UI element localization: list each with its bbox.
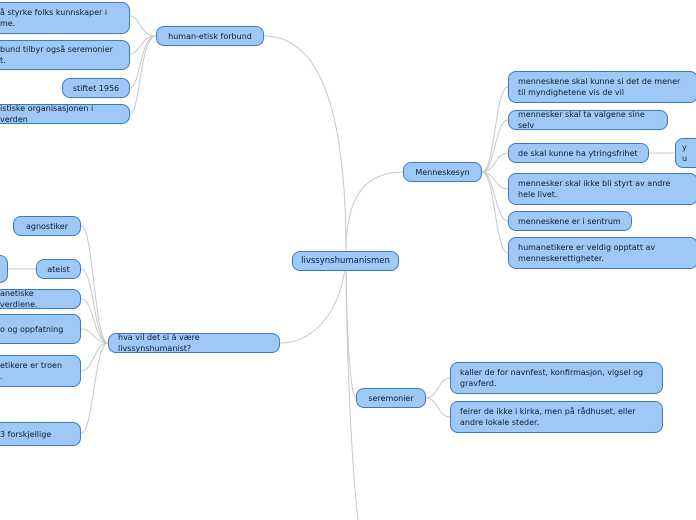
subtopic-node[interactable]: feirer de ikke i kirka, men på rådhuset,… <box>450 401 663 433</box>
subtopic-node[interactable]: kaller de for navnfest, konfirmasjon, vi… <box>450 362 663 394</box>
subtopic-node[interactable]: o og oppfatning <box>0 314 81 344</box>
branch-hva-vil-det-si[interactable]: hva vil det si å være livssynshumanist? <box>108 333 280 353</box>
subtopic-node[interactable]: y u <box>675 138 696 168</box>
subtopic-node[interactable]: mennesker skal ta valgene sine selv <box>508 110 668 130</box>
subtopic-node[interactable]: humanetikere er veldig opptatt av mennes… <box>508 237 696 269</box>
subtopic-node[interactable]: mennesker skal ikke bli styrt av andre h… <box>508 173 696 205</box>
subtopic-node[interactable]: å styrke folks kunnskaper i me. <box>0 2 130 34</box>
subtopic-node[interactable]: etikere er troen . <box>0 355 81 387</box>
subtopic-node[interactable]: menneskene skal kunne si det de mener ti… <box>508 71 696 103</box>
subtopic-node[interactable]: ateist <box>36 259 81 279</box>
subtopic-node[interactable]: anetiske verdiene. <box>0 289 81 309</box>
subtopic-node[interactable]: istiske organisasjonen i verden <box>0 104 130 124</box>
central-topic[interactable]: livssynshumanismen <box>292 251 399 271</box>
subtopic-node[interactable] <box>0 255 8 283</box>
branch-menneskesyn[interactable]: Menneskesyn <box>403 162 482 182</box>
branch-human-etisk-forbund[interactable]: human-etisk forbund <box>156 26 264 46</box>
subtopic-node[interactable]: de skal kunne ha ytringsfrihet <box>508 143 649 163</box>
subtopic-node[interactable]: menneskene er i sentrum <box>508 211 632 231</box>
subtopic-node[interactable]: stiftet 1956 <box>62 78 130 98</box>
subtopic-node[interactable]: 3 forskjellige <box>0 422 81 446</box>
subtopic-node[interactable]: agnostiker <box>13 216 81 236</box>
subtopic-node[interactable]: bund tilbyr også seremonier t. <box>0 40 130 70</box>
branch-seremonier[interactable]: seremonier <box>356 388 426 408</box>
